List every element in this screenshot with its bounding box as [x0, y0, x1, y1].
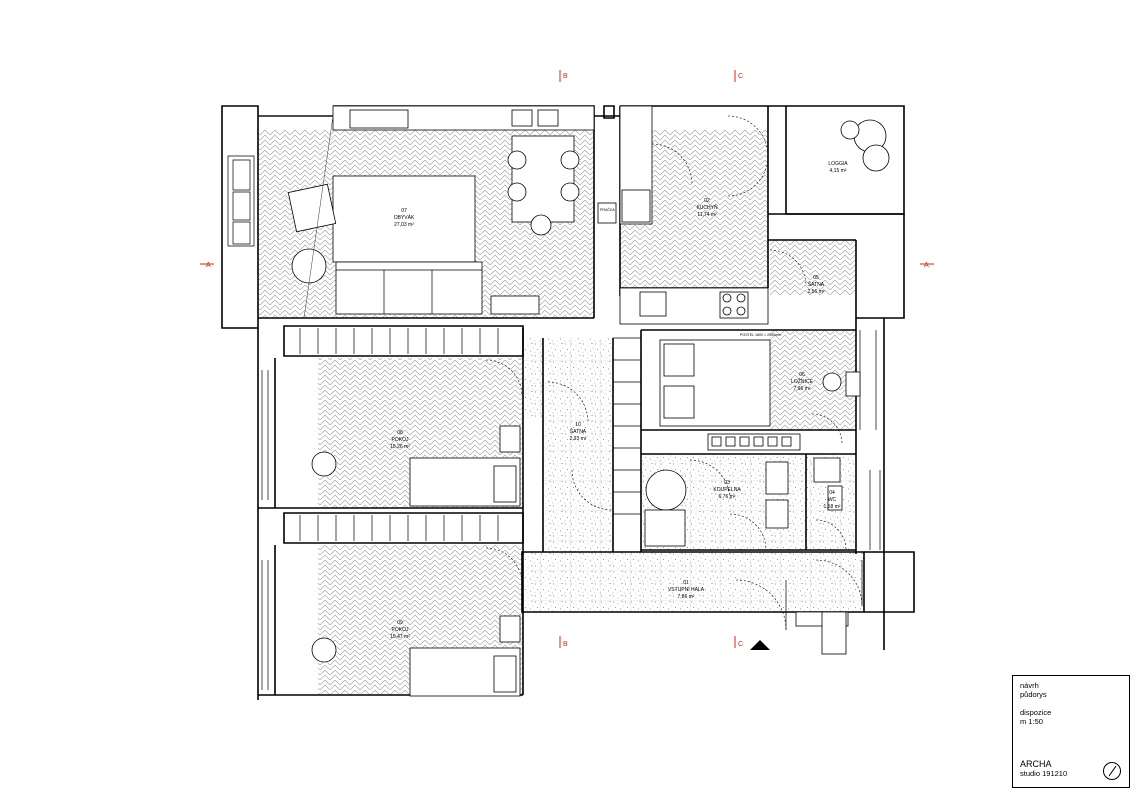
svg-text:KUCHYŇ: KUCHYŇ — [696, 204, 718, 211]
svg-text:11,74 m²: 11,74 m² — [697, 212, 717, 218]
section-c-bottom: C — [738, 641, 743, 648]
section-c-top: C — [738, 73, 743, 80]
svg-text:04: 04 — [829, 490, 835, 496]
section-b-bottom: B — [563, 641, 568, 648]
title-line-navrh: návrh — [1020, 681, 1039, 690]
furniture — [258, 105, 890, 697]
room-label-obyvak: 07 OBÝVÁK 27,03 m² — [394, 208, 415, 228]
svg-text:2,56 m²: 2,56 m² — [808, 289, 825, 295]
title-block: návrh půdorys dispozice m 1:50 ARCHA stu… — [1012, 675, 1130, 788]
svg-text:09: 09 — [397, 620, 403, 626]
svg-text:ŠATNA: ŠATNA — [570, 428, 587, 435]
section-a-right: A — [924, 262, 929, 269]
svg-text:4,15 m²: 4,15 m² — [830, 168, 847, 174]
svg-text:7,96 m²: 7,96 m² — [794, 386, 811, 392]
svg-text:POKOJ: POKOJ — [392, 627, 409, 633]
svg-text:15,47 m²: 15,47 m² — [390, 634, 410, 640]
svg-text:02: 02 — [704, 198, 710, 204]
section-b-top: B — [563, 73, 568, 80]
svg-text:VSTUPNÍ HALA: VSTUPNÍ HALA — [668, 586, 705, 593]
room-label-kuchyn: 02 KUCHYŇ 11,74 m² — [696, 198, 718, 218]
room-label-loggia: LOGGIA 4,15 m² — [828, 161, 848, 174]
svg-text:06: 06 — [799, 372, 805, 378]
svg-text:LOGGIA: LOGGIA — [828, 161, 848, 167]
svg-text:OBÝVÁK: OBÝVÁK — [394, 214, 415, 221]
svg-text:10: 10 — [575, 422, 581, 428]
svg-text:POKOJ: POKOJ — [392, 437, 409, 443]
door-swings — [485, 115, 863, 631]
room-label-satna-10: 10 ŠATNA 2,93 m² — [570, 422, 587, 442]
svg-text:1,58 m²: 1,58 m² — [824, 504, 841, 510]
title-line-pudorys: půdorys — [1020, 690, 1047, 699]
svg-text:WC: WC — [828, 497, 837, 503]
north-arrow-icon — [1103, 762, 1121, 780]
svg-text:6,76 m²: 6,76 m² — [719, 494, 736, 500]
label-postel: POSTEL 1800 × 2000mm — [740, 333, 781, 337]
room-label-wc: 04 WC 1,58 m² — [824, 490, 841, 510]
room-label-loznice: 06 LOŽNICE 7,96 m² — [791, 372, 813, 392]
svg-text:7,86 m²: 7,86 m² — [678, 594, 695, 600]
svg-text:LOŽNICE: LOŽNICE — [791, 377, 813, 385]
title-line-dispozice: dispozice — [1020, 708, 1052, 717]
studio-name: ARCHA — [1020, 759, 1052, 769]
svg-text:05: 05 — [813, 275, 819, 281]
svg-text:01: 01 — [683, 580, 689, 586]
svg-text:KOUPELNA: KOUPELNA — [713, 487, 741, 493]
studio-sub: studio 191210 — [1020, 769, 1068, 778]
svg-text:ŠATNA: ŠATNA — [808, 281, 825, 288]
svg-text:03: 03 — [724, 480, 730, 486]
label-pracka: PRAČKA — [600, 207, 615, 212]
room-label-vstupni-hala: 01 VSTUPNÍ HALA 7,86 m² — [668, 580, 705, 600]
svg-text:07: 07 — [401, 208, 407, 214]
room-label-koupelna: 03 KOUPELNA 6,76 m² — [713, 480, 741, 500]
room-label-pokoj-08: 08 POKOJ 15,26 m² — [390, 430, 410, 450]
entrance-triangle-icon — [750, 640, 770, 650]
svg-text:08: 08 — [397, 430, 403, 436]
room-label-pokoj-09: 09 POKOJ 15,47 m² — [390, 620, 410, 640]
section-a-left: A — [206, 262, 211, 269]
room-labels: 07 OBÝVÁK 27,03 m² 02 KUCHYŇ 11,74 m² LO… — [390, 161, 848, 640]
section-lines: A A B C B C — [200, 70, 934, 648]
svg-text:27,03 m²: 27,03 m² — [394, 222, 414, 228]
windows — [227, 155, 881, 690]
svg-text:15,26 m²: 15,26 m² — [390, 444, 410, 450]
room-label-satna: 05 ŠATNA 2,56 m² — [808, 275, 825, 295]
svg-text:2,93 m²: 2,93 m² — [570, 436, 587, 442]
title-line-scale: m 1:50 — [1020, 717, 1043, 726]
